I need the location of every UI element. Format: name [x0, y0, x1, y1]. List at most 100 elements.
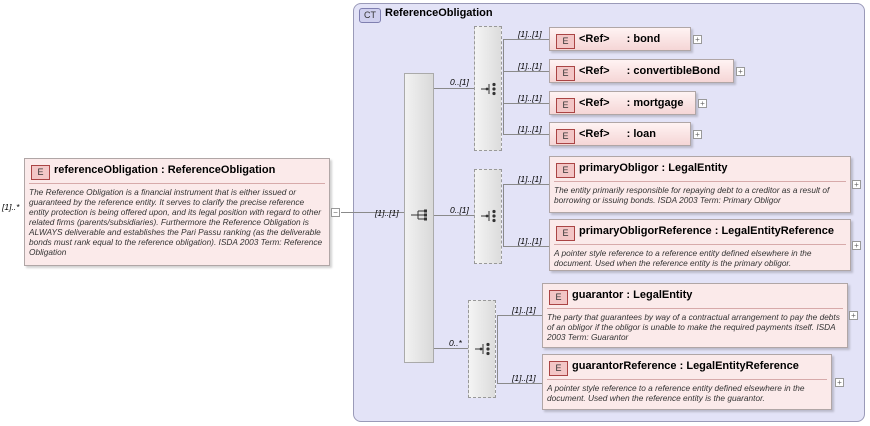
choice2-icon	[481, 209, 496, 223]
connector-choice3-to-guarantor	[497, 315, 542, 316]
guarantor-cardinality: [1]..[1]	[512, 305, 536, 315]
loan-cardinality: [1]..[1]	[518, 124, 542, 134]
ref-tag: <Ref>	[579, 128, 610, 140]
root-cardinality: [1]..*	[2, 202, 20, 212]
connector-sequence-to-choice2	[434, 215, 474, 216]
primary-obligor-reference-type: LegalEntityReference	[721, 225, 834, 237]
loan-name: : loan	[626, 128, 656, 140]
bond-element-label: <Ref> : bond	[579, 33, 660, 45]
primary-obligor-title: primaryObligor : LegalEntity	[579, 162, 728, 174]
sequence-cardinality: [1]..[1]	[375, 208, 399, 218]
element-icon: E	[31, 165, 50, 180]
primary-obligor-reference-description: A pointer style reference to a reference…	[554, 248, 812, 268]
element-icon: E	[549, 361, 568, 376]
guarantor-reference-type: LegalEntityReference	[686, 360, 799, 372]
connector-sequence-to-choice1	[434, 88, 474, 89]
guarantor-element[interactable]: E guarantor : LegalEntity The party that…	[542, 283, 848, 348]
convertible-bond-name: : convertibleBond	[626, 65, 721, 77]
convertible-bond-element-label: <Ref> : convertibleBond	[579, 65, 720, 77]
expand-primary-obligor-toggle[interactable]: +	[852, 180, 861, 189]
choice2-cardinality: 0..[1]	[450, 205, 469, 215]
guarantor-reference-element[interactable]: E guarantorReference : LegalEntityRefere…	[542, 354, 832, 410]
expand-guarantor-reference-toggle[interactable]: +	[835, 378, 844, 387]
root-element-description: The Reference Obligation is a financial …	[29, 187, 323, 257]
connector-choice1-to-convertible	[503, 71, 549, 72]
connector-choice2-to-primary-obligor	[503, 184, 549, 185]
divider	[554, 244, 846, 245]
connector-sequence-to-choice3	[434, 348, 468, 349]
connector-choice2-to-primary-obligor-ref	[503, 246, 549, 247]
loan-element[interactable]: E <Ref> : loan	[549, 122, 691, 146]
guarantor-title: guarantor : LegalEntity	[572, 289, 692, 301]
root-element-name: referenceObligation	[54, 164, 158, 176]
mortgage-element-label: <Ref> : mortgage	[579, 97, 683, 109]
primary-obligor-cardinality: [1]..[1]	[518, 174, 542, 184]
ref-tag: <Ref>	[579, 33, 610, 45]
primary-obligor-element[interactable]: E primaryObligor : LegalEntity The entit…	[549, 156, 851, 213]
connector-choice1-trunk	[503, 39, 504, 134]
bond-cardinality: [1]..[1]	[518, 29, 542, 39]
convertible-bond-element[interactable]: E <Ref> : convertibleBond	[549, 59, 734, 83]
root-element-type: ReferenceObligation	[167, 164, 276, 176]
type-separator: :	[160, 164, 168, 176]
guarantor-description: The party that guarantees by way of a co…	[547, 312, 840, 342]
divider	[29, 183, 325, 184]
guarantor-reference-name: guarantorReference	[572, 360, 677, 372]
expand-loan-toggle[interactable]: +	[693, 130, 702, 139]
expand-mortgage-toggle[interactable]: +	[698, 99, 707, 108]
primary-obligor-ref-cardinality: [1]..[1]	[518, 236, 542, 246]
connector-choice1-to-mortgage	[503, 103, 549, 104]
guarantor-reference-title: guarantorReference : LegalEntityReferenc…	[572, 360, 799, 372]
sequence-icon	[411, 209, 427, 221]
type-separator: :	[714, 225, 722, 237]
element-icon: E	[556, 163, 575, 178]
bond-name: : bond	[626, 33, 661, 45]
mortgage-name: : mortgage	[626, 97, 684, 109]
ref-tag: <Ref>	[579, 97, 610, 109]
element-icon: E	[556, 98, 575, 113]
connector-root-to-sequence	[341, 212, 404, 213]
type-separator: :	[679, 360, 687, 372]
primary-obligor-type: LegalEntity	[668, 162, 728, 174]
guarantor-name: guarantor	[572, 289, 624, 301]
choice3-cardinality: 0..*	[449, 338, 462, 348]
bond-element[interactable]: E <Ref> : bond	[549, 27, 691, 51]
complex-type-badge: CT	[359, 8, 381, 23]
expand-convertible-bond-toggle[interactable]: +	[736, 67, 745, 76]
divider	[547, 308, 843, 309]
primary-obligor-description: The entity primarily responsible for rep…	[554, 185, 830, 205]
primary-obligor-name: primaryObligor	[579, 162, 659, 174]
divider	[547, 379, 827, 380]
type-separator: :	[661, 162, 669, 174]
root-element-title: referenceObligation : ReferenceObligatio…	[54, 164, 275, 176]
element-icon: E	[549, 290, 568, 305]
connector-choice3-to-guarantor-ref	[497, 383, 542, 384]
element-icon: E	[556, 226, 575, 241]
connector-choice3-trunk	[497, 315, 498, 383]
element-icon: E	[556, 66, 575, 81]
guarantor-ref-cardinality: [1]..[1]	[512, 373, 536, 383]
divider	[554, 181, 846, 182]
expand-primary-obligor-reference-toggle[interactable]: +	[852, 241, 861, 250]
ref-tag: <Ref>	[579, 65, 610, 77]
collapse-toggle[interactable]: −	[331, 208, 340, 217]
primary-obligor-reference-element[interactable]: E primaryObligorReference : LegalEntityR…	[549, 219, 851, 271]
expand-guarantor-toggle[interactable]: +	[849, 311, 858, 320]
element-icon: E	[556, 34, 575, 49]
choice1-icon	[481, 82, 496, 96]
choice1-cardinality: 0..[1]	[450, 77, 469, 87]
loan-element-label: <Ref> : loan	[579, 128, 656, 140]
primary-obligor-reference-title: primaryObligorReference : LegalEntityRef…	[579, 225, 834, 237]
element-icon: E	[556, 129, 575, 144]
guarantor-type: LegalEntity	[633, 289, 693, 301]
choice3-icon	[475, 342, 490, 356]
connector-choice1-to-bond	[503, 39, 549, 40]
root-element-box[interactable]: E referenceObligation : ReferenceObligat…	[24, 158, 330, 266]
mortgage-element[interactable]: E <Ref> : mortgage	[549, 91, 696, 115]
mortgage-cardinality: [1]..[1]	[518, 93, 542, 103]
convertible-bond-cardinality: [1]..[1]	[518, 61, 542, 71]
complex-type-title: ReferenceObligation	[385, 7, 493, 19]
connector-choice2-trunk	[503, 184, 504, 246]
guarantor-reference-description: A pointer style reference to a reference…	[547, 383, 805, 403]
expand-bond-toggle[interactable]: +	[693, 35, 702, 44]
